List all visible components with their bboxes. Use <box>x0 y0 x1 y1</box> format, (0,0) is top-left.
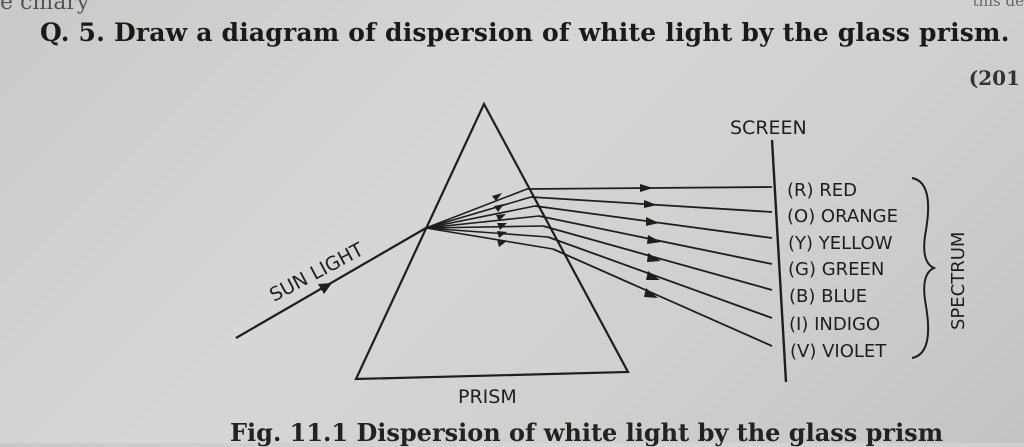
inner-arrow-marks <box>492 193 507 247</box>
refracted-rays-inside <box>425 188 554 250</box>
screen-line <box>770 139 788 383</box>
color-label-orange: (O) ORANGE <box>787 206 898 227</box>
color-labels: (R) RED (O) ORANGE (Y) YELLOW (G) GREEN … <box>787 180 898 362</box>
figure-caption: Fig. 11.1 Dispersion of white light by t… <box>230 418 944 447</box>
spectrum-label: SPECTRUM <box>948 232 969 330</box>
sunlight-label: SUN LIGHT <box>266 238 368 306</box>
sunlight-ray <box>235 227 427 339</box>
outer-arrow-marks <box>640 184 661 298</box>
color-label-green: (G) GREEN <box>788 259 884 280</box>
spectrum-brace <box>911 177 937 359</box>
question-text: Q. 5. Draw a diagram of dispersion of wh… <box>40 18 1010 47</box>
prism-triangle <box>354 101 630 381</box>
color-label-yellow: (Y) YELLOW <box>788 233 893 254</box>
dispersed-rays <box>526 186 773 347</box>
prism-label: PRISM <box>458 386 517 408</box>
ray-violet <box>552 248 773 347</box>
sunlight-arrow-icon <box>318 283 332 294</box>
year-reference: (201 <box>968 66 1020 90</box>
corner-text-fragment: this de <box>972 0 1024 10</box>
ray-indigo <box>547 236 773 319</box>
ray-blue <box>542 225 773 291</box>
color-label-violet: (V) VIOLET <box>790 341 887 362</box>
color-label-red: (R) RED <box>787 180 857 201</box>
color-label-blue: (B) BLUE <box>789 286 867 307</box>
header-text-fragment: e cmary <box>0 0 90 15</box>
screen-label: SCREEN <box>730 117 807 139</box>
color-label-indigo: (I) INDIGO <box>789 314 880 335</box>
